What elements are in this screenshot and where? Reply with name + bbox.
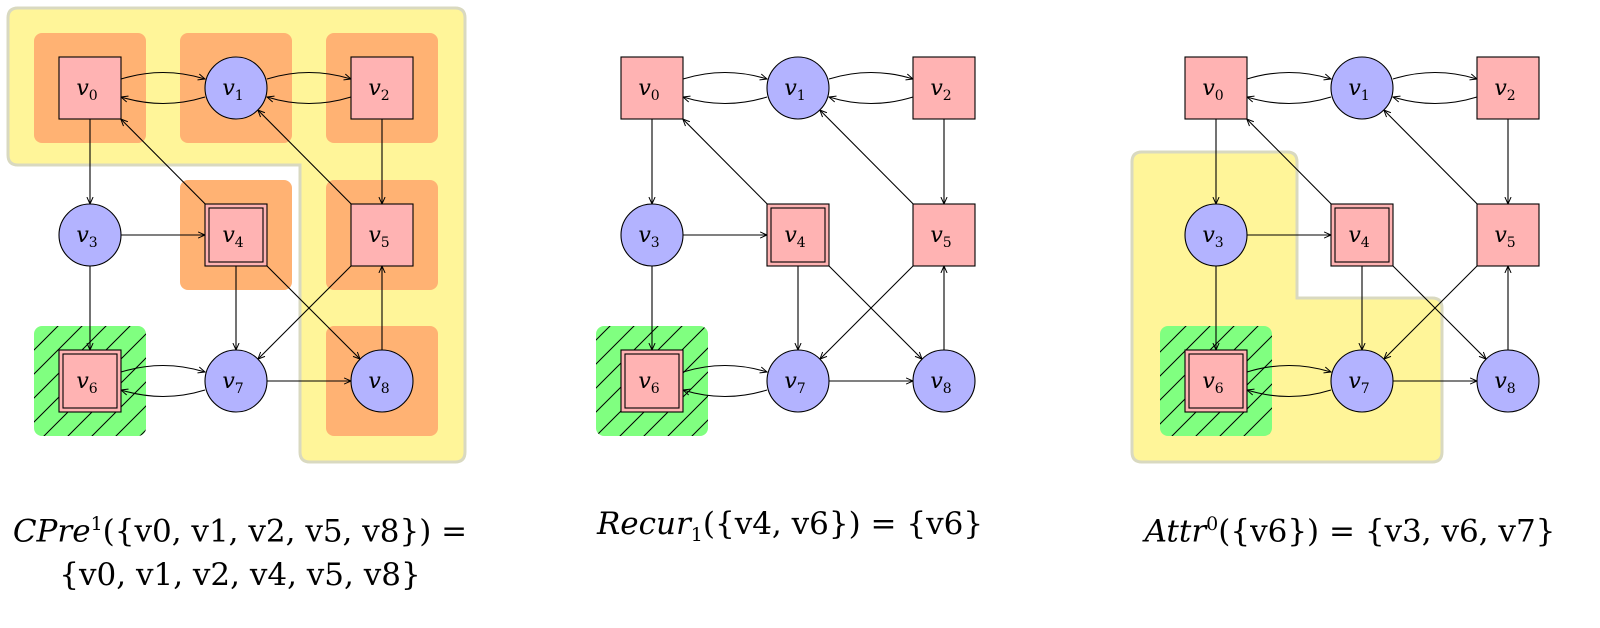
- node-v8: v8: [912, 349, 976, 413]
- node-label: v8: [930, 369, 951, 397]
- node-label: v2: [368, 76, 389, 104]
- node-label: v6: [638, 369, 659, 397]
- panel-cpre: v0 v1 v2 v3 v4 v5 v6 v7 v8: [6, 6, 467, 464]
- edge-v6-v7: [1246, 364, 1331, 373]
- node-label: v6: [76, 369, 97, 397]
- node-v7: v7: [204, 349, 268, 413]
- node-label: v1: [222, 76, 243, 104]
- edge-v1-v2: [828, 71, 913, 80]
- caption-line-1: CPre1({v0, v1, v2, v5, v8}) =: [12, 513, 468, 550]
- edge-v1-v2: [266, 71, 351, 80]
- caption-line-1: Attr0({v6}) = {v3, v6, v7}: [1144, 513, 1556, 550]
- edge-v2-v1: [1393, 97, 1478, 105]
- edge-v7-v6: [1247, 390, 1332, 398]
- node-v3: v3: [58, 203, 122, 267]
- node-label: v3: [76, 223, 97, 251]
- node-label: v7: [1348, 369, 1369, 397]
- edge-v1-v0: [683, 97, 768, 105]
- node-label: v2: [930, 76, 951, 104]
- node-v4: v4: [1330, 203, 1394, 267]
- node-v2: v2: [350, 56, 414, 120]
- edge-v1-v0: [121, 97, 206, 105]
- node-v5: v5: [350, 203, 414, 267]
- node-v0: v0: [58, 56, 122, 120]
- node-v5: v5: [912, 203, 976, 267]
- edge-v5-v7: [820, 265, 914, 359]
- edge-v0-v1: [682, 71, 767, 80]
- node-v4: v4: [766, 203, 830, 267]
- node-v8: v8: [350, 349, 414, 413]
- edge-v2-v1: [829, 97, 914, 105]
- node-v1: v1: [204, 56, 268, 120]
- node-label: v4: [1348, 223, 1369, 251]
- edge-v5-v1: [1384, 110, 1478, 205]
- edge-v2-v1: [267, 97, 352, 105]
- node-label: v5: [368, 223, 389, 251]
- edge-v6-v7: [682, 364, 767, 373]
- node-v3: v3: [1184, 203, 1248, 267]
- node-v2: v2: [912, 56, 976, 120]
- node-v1: v1: [1330, 56, 1394, 120]
- caption-line-1: Recur1({v4, v6}) = {v6}: [596, 506, 984, 547]
- node-v6: v6: [620, 349, 684, 413]
- edge-v1-v0: [1247, 97, 1332, 105]
- node-v1: v1: [766, 56, 830, 120]
- node-v6: v6: [1184, 349, 1248, 413]
- node-v0: v0: [1184, 56, 1248, 120]
- node-label: v3: [638, 223, 659, 251]
- node-v2: v2: [1476, 56, 1540, 120]
- node-label: v8: [368, 369, 389, 397]
- edge-v0-v1: [1246, 71, 1331, 80]
- node-label: v0: [76, 76, 97, 104]
- edge-v6-v7: [120, 364, 205, 373]
- caption-cpre: CPre1({v0, v1, v2, v5, v8}) = {v0, v1, v…: [5, 502, 475, 597]
- edge-v5-v7: [258, 265, 352, 359]
- edge-v5-v1: [258, 110, 352, 205]
- node-v3: v3: [620, 203, 684, 267]
- node-label: v6: [1202, 369, 1223, 397]
- edge-v4-v0: [1247, 119, 1332, 205]
- edge-v5-v1: [820, 110, 914, 205]
- edge-v1-v2: [1392, 71, 1477, 80]
- node-v4: v4: [204, 203, 268, 267]
- node-label: v2: [1494, 76, 1515, 104]
- panel-recur: v0 v1 v2 v3 v4 v5 v6 v7 v8: [596, 56, 976, 436]
- edge-v4-v0: [121, 119, 206, 205]
- node-label: v1: [1348, 76, 1369, 104]
- node-v0: v0: [620, 56, 684, 120]
- node-label: v4: [222, 223, 243, 251]
- node-label: v8: [1494, 369, 1515, 397]
- node-label: v5: [930, 223, 951, 251]
- caption-attr: Attr0({v6}) = {v3, v6, v7}: [1120, 502, 1580, 553]
- edge-v4-v8: [266, 265, 360, 359]
- node-v5: v5: [1476, 203, 1540, 267]
- node-label: v7: [222, 369, 243, 397]
- node-label: v0: [1202, 76, 1223, 104]
- edge-v5-v7: [1384, 265, 1478, 359]
- node-label: v1: [784, 76, 805, 104]
- edge-v4-v8: [1392, 265, 1486, 359]
- edge-v7-v6: [683, 390, 768, 398]
- edge-v0-v1: [120, 71, 205, 80]
- node-v6: v6: [58, 349, 122, 413]
- node-v7: v7: [766, 349, 830, 413]
- edge-v4-v8: [828, 265, 922, 359]
- node-v7: v7: [1330, 349, 1394, 413]
- node-label: v5: [1494, 223, 1515, 251]
- node-label: v0: [638, 76, 659, 104]
- edge-v7-v6: [121, 390, 206, 398]
- panel-attr: v0 v1 v2 v3 v4 v5 v6 v7 v8: [1130, 56, 1540, 464]
- caption-recur: Recur1({v4, v6}) = {v6}: [580, 502, 1000, 557]
- node-label: v7: [784, 369, 805, 397]
- node-v8: v8: [1476, 349, 1540, 413]
- edge-v4-v0: [683, 119, 768, 205]
- node-label: v3: [1202, 223, 1223, 251]
- node-label: v4: [784, 223, 805, 251]
- caption-line-2: {v0, v1, v2, v4, v5, v8}: [59, 557, 421, 594]
